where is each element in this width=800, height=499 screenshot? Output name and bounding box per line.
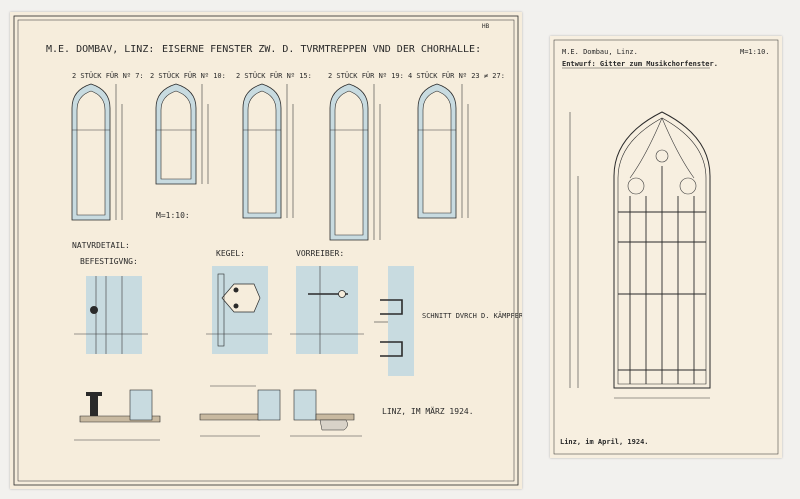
section-profile-3 — [290, 389, 362, 437]
right-author: M.E. Dombau, Linz. — [562, 48, 638, 56]
window-elevation-2 — [155, 83, 209, 185]
window-elevation-1 — [71, 83, 123, 221]
window-elevation-5 — [417, 83, 469, 219]
right-frame — [553, 39, 779, 455]
sheet-author: M.E. DOMBAV, LINZ: — [46, 44, 154, 55]
outer-frame — [13, 15, 519, 486]
befestigung-label: BEFESTIGVNG: — [80, 257, 138, 266]
windows-drawing: M.E. DOMBAV, LINZ: EISERNE FENSTER ZW. D… — [13, 15, 522, 486]
kegel-detail — [206, 266, 272, 354]
section-profile-1 — [74, 389, 161, 441]
vorreiber-detail — [290, 266, 364, 354]
window-label-3: 2 STÜCK FÜR Nº 15: — [236, 71, 312, 80]
window-label-4: 2 STÜCK FÜR Nº 19: — [328, 71, 404, 80]
right-scale: M=1:10. — [740, 48, 770, 56]
right-title: Entwurf: Gitter zum Musikchorfenster. — [562, 60, 718, 68]
corner-mark: HB — [482, 23, 490, 30]
window-elevation-4 — [329, 83, 381, 241]
sheet-date: LINZ, IM MÄRZ 1924. — [382, 406, 474, 416]
sheet-title: EISERNE FENSTER ZW. D. TVRMTREPPEN VND D… — [162, 44, 481, 55]
section-profile-2 — [199, 385, 281, 437]
window-label-5: 4 STÜCK FÜR Nº 23 ≠ 27: — [408, 71, 505, 80]
befestigung-detail — [74, 276, 148, 354]
right-date: Linz, im April, 1924. — [560, 438, 649, 446]
grille-window — [613, 111, 711, 389]
schnitt-label: SCHNITT DVRCH D. KÄMPFER: — [422, 311, 522, 320]
drawing-sheet-grille: M.E. Dombau, Linz. M=1:10. Entwurf: Gitt… — [550, 36, 782, 458]
grille-drawing: M.E. Dombau, Linz. M=1:10. Entwurf: Gitt… — [553, 39, 779, 455]
drawing-sheet-windows: M.E. DOMBAV, LINZ: EISERNE FENSTER ZW. D… — [10, 12, 522, 489]
scale-label: M=1:10: — [156, 211, 190, 220]
detail-title: NATVRDETAIL: — [72, 241, 130, 250]
window-elevation-3 — [242, 83, 294, 219]
window-label-2: 2 STÜCK FÜR Nº 10: — [150, 71, 226, 80]
inner-frame — [17, 19, 515, 482]
kegel-label: KEGEL: — [216, 249, 245, 258]
kaempfer-section — [374, 266, 414, 376]
window-label-1: 2 STÜCK FÜR Nº 7: — [72, 71, 144, 80]
vorreiber-label: VORREIBER: — [296, 249, 344, 258]
